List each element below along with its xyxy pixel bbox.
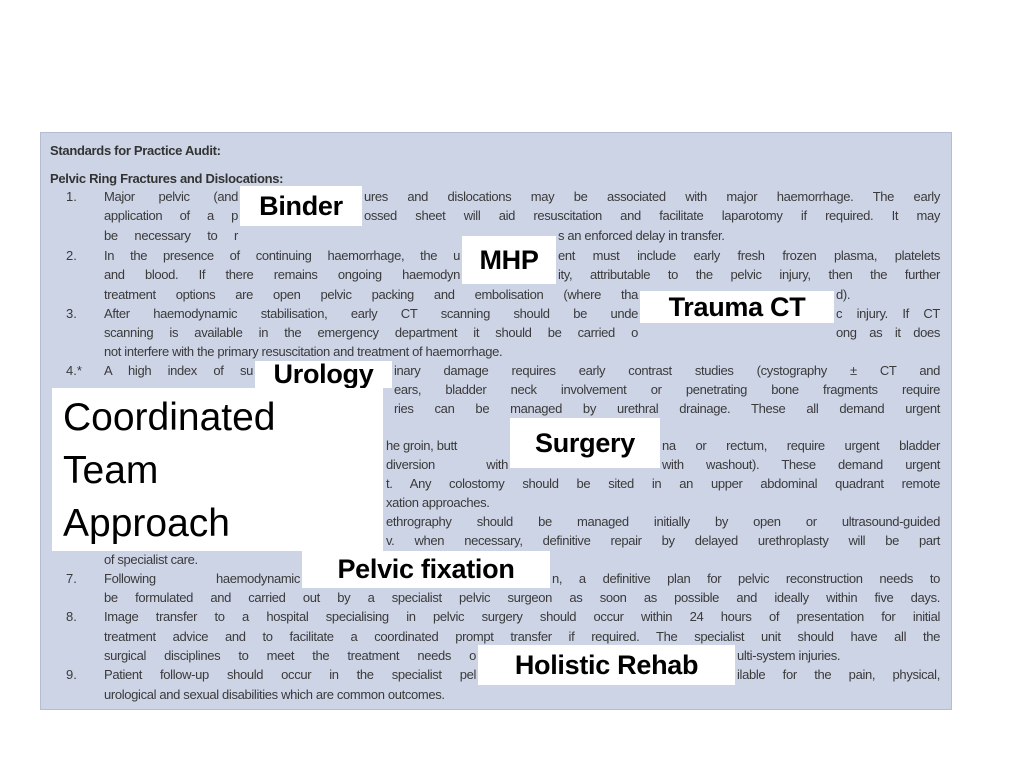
line-fragment: In the presence of continuing haemorrhag… <box>104 248 460 263</box>
line-fragment: with washout). These demand urgent <box>662 457 940 472</box>
line-fragment: v. when necessary, definitive repair by … <box>386 533 940 548</box>
coordinated-line: Team <box>63 449 159 492</box>
document-subtitle: Pelvic Ring Fractures and Dislocations: <box>50 171 284 186</box>
label-trauma-ct: Trauma CT <box>640 291 834 323</box>
line-fragment: ulti-system injuries. <box>737 648 841 663</box>
line-fragment: inary damage requires early contrast stu… <box>394 363 940 378</box>
line-fragment: ent must include early fresh frozen plas… <box>558 248 940 263</box>
document-title: Standards for Practice Audit: <box>50 143 221 158</box>
line-fragment: na or rectum, require urgent bladder <box>662 438 940 453</box>
line-fragment: and blood. If there remains ongoing haem… <box>104 267 460 282</box>
line-fragment: be necessary to r <box>104 228 238 243</box>
label-pelvic-fixation: Pelvic fixation <box>302 551 550 588</box>
label-binder: Binder <box>240 186 362 226</box>
line-fragment: scanning is available in the emergency d… <box>104 325 638 340</box>
label-surgery: Surgery <box>510 418 660 468</box>
line-fragment: ity, attributable to the pelvic injury, … <box>558 267 940 282</box>
line-fragment: urological and sexual disabilities which… <box>104 687 445 702</box>
item-number: 1. <box>66 189 77 204</box>
line-fragment: treatment options are open pelvic packin… <box>104 287 638 302</box>
line-fragment: After haemodynamic stabilisation, early … <box>104 306 638 321</box>
line-fragment: xation approaches. <box>386 495 490 510</box>
label-holistic-rehab: Holistic Rehab <box>478 645 735 685</box>
line-fragment: d). <box>836 287 851 302</box>
item-number: 7. <box>66 571 77 586</box>
line-fragment: s an enforced delay in transfer. <box>558 228 725 243</box>
line-fragment: be formulated and carried out by a speci… <box>104 590 940 605</box>
label-coordinated-team-approach: Coordinated Team Approach <box>52 388 383 551</box>
line-fragment: ossed sheet will aid resuscitation and f… <box>364 208 940 223</box>
item-number: 2. <box>66 248 77 263</box>
line-fragment: ures and dislocations may be associated … <box>364 189 940 204</box>
line-fragment: ilable for the pain, physical, <box>737 667 940 682</box>
line-fragment: diversion with <box>386 457 508 472</box>
line-fragment: surgical disciplines to meet the treatme… <box>104 648 476 663</box>
item-number: 4.* <box>66 363 82 378</box>
item-number: 8. <box>66 609 77 624</box>
line-fragment: ethrography should be managed initially … <box>386 514 940 529</box>
item-number: 9. <box>66 667 77 682</box>
line-fragment: Image transfer to a hospital specialisin… <box>104 609 940 624</box>
line-fragment: ries can be managed by urethral drainage… <box>394 401 940 416</box>
line-fragment: A high index of su <box>104 363 253 378</box>
line-fragment: Patient follow-up should occur in the sp… <box>104 667 476 682</box>
line-fragment: not interfere with the primary resuscita… <box>104 344 503 359</box>
line-fragment: Following haemodynamic <box>104 571 300 586</box>
line-fragment: treatment advice and to facilitate a coo… <box>104 629 940 644</box>
label-mhp: MHP <box>462 236 556 284</box>
line-fragment: ong as it does <box>836 325 940 340</box>
line-fragment: Major pelvic (and <box>104 189 238 204</box>
line-fragment: c injury. If CT <box>836 306 940 321</box>
line-fragment: application of a p <box>104 208 238 223</box>
coordinated-line: Coordinated <box>63 396 276 439</box>
coordinated-line: Approach <box>63 502 230 545</box>
line-fragment: t. Any colostomy should be sited in an u… <box>386 476 940 491</box>
line-fragment: of specialist care. <box>104 552 198 567</box>
label-urology: Urology <box>255 361 392 388</box>
item-number: 3. <box>66 306 77 321</box>
line-fragment: he groin, butt <box>386 438 457 453</box>
line-fragment: ears, bladder neck involvement or penetr… <box>394 382 940 397</box>
line-fragment: n, a definitive plan for pelvic reconstr… <box>552 571 940 586</box>
